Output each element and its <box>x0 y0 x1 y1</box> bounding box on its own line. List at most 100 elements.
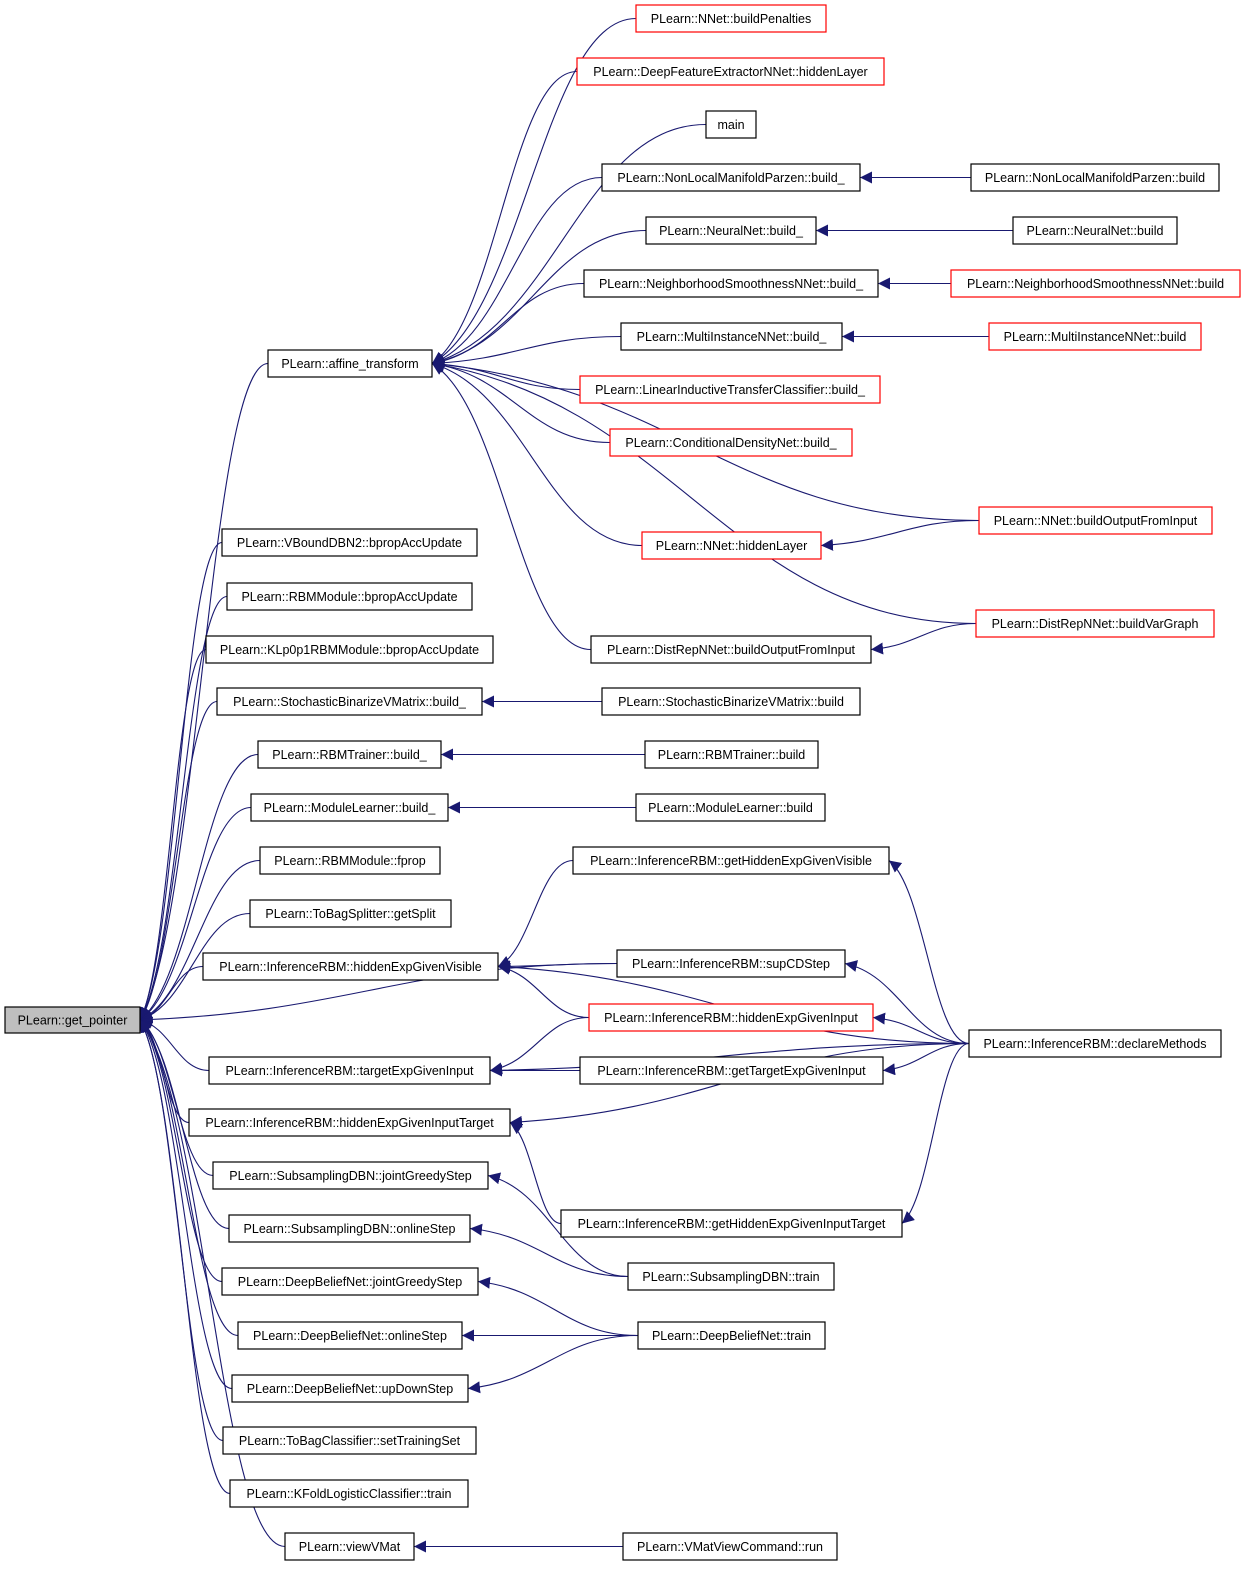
node-plearn-inferencerbm-supcdstep[interactable]: PLearn::InferenceRBM::supCDStep <box>616 949 846 978</box>
node-plearn-neighborhoodsmoothnessnnet-build[interactable]: PLearn::NeighborhoodSmoothnessNNet::buil… <box>950 269 1241 298</box>
node-label: PLearn::NNet::hiddenLayer <box>656 539 807 553</box>
node-label: PLearn::MultiInstanceNNet::build <box>1004 330 1187 344</box>
node-plearn-vbounddbn2-bpropaccupdate[interactable]: PLearn::VBoundDBN2::bpropAccUpdate <box>221 528 478 557</box>
node-plearn-modulelearner-build[interactable]: PLearn::ModuleLearner::build <box>635 793 826 822</box>
node-plearn-subsamplingdbn-train[interactable]: PLearn::SubsamplingDBN::train <box>627 1262 835 1291</box>
node-label: PLearn::DeepBeliefNet::train <box>652 1329 811 1343</box>
edge-n26-to-n0 <box>139 806 252 1021</box>
edge-n5-to-n1 <box>431 176 603 366</box>
node-box <box>978 506 1213 535</box>
node-label: main <box>717 118 744 132</box>
node-plearn-inferencerbm-hiddenexpgiveninput[interactable]: PLearn::InferenceRBM::hiddenExpGivenInpu… <box>588 1003 874 1032</box>
node-label: PLearn::InferenceRBM::declareMethods <box>983 1037 1206 1051</box>
edge-n41-to-n38 <box>487 1172 629 1278</box>
node-plearn-distrepnnet-buildvargraph[interactable]: PLearn::DistRepNNet::buildVarGraph <box>975 609 1215 638</box>
node-plearn-conditionaldensitynet-build[interactable]: PLearn::ConditionalDensityNet::build_ <box>609 428 853 457</box>
node-box <box>205 635 494 664</box>
node-box <box>590 635 872 664</box>
node-plearn-rbmtrainer-build[interactable]: PLearn::RBMTrainer::build_ <box>257 740 442 769</box>
edge-n34-to-n36 <box>882 1042 970 1076</box>
node-box <box>950 269 1241 298</box>
node-label: PLearn::InferenceRBM::hiddenExpGivenInpu… <box>604 1011 858 1025</box>
node-plearn-vmatviewcommand-run[interactable]: PLearn::VMatViewCommand::run <box>622 1532 838 1561</box>
node-plearn-inferencerbm-gethiddenexpgiveninputtarget[interactable]: PLearn::InferenceRBM::getHiddenExpGivenI… <box>560 1209 903 1238</box>
node-plearn-neuralnet-build[interactable]: PLearn::NeuralNet::build <box>1012 216 1178 245</box>
node-plearn-inferencerbm-hiddenexpgiveninputtarget[interactable]: PLearn::InferenceRBM::hiddenExpGivenInpu… <box>188 1108 511 1137</box>
node-main[interactable]: main <box>705 110 757 139</box>
node-plearn-neighborhoodsmoothnessnnet-build[interactable]: PLearn::NeighborhoodSmoothnessNNet::buil… <box>583 269 879 298</box>
node-plearn-inferencerbm-declaremethods[interactable]: PLearn::InferenceRBM::declareMethods <box>968 1029 1222 1058</box>
node-plearn-subsamplingdbn-onlinestep[interactable]: PLearn::SubsamplingDBN::onlineStep <box>228 1214 471 1243</box>
node-plearn-nnet-buildpenalties[interactable]: PLearn::NNet::buildPenalties <box>635 4 827 33</box>
node-box <box>267 349 433 378</box>
edge-n17-to-n18 <box>870 622 977 655</box>
node-label: PLearn::get_pointer <box>18 1014 128 1028</box>
node-plearn-inferencerbm-gethiddenexpgivenvisible[interactable]: PLearn::InferenceRBM::getHiddenExpGivenV… <box>572 846 890 875</box>
node-label: PLearn::StochasticBinarizeVMatrix::build <box>618 695 844 709</box>
node-plearn-nnet-hiddenlayer[interactable]: PLearn::NNet::hiddenLayer <box>641 531 822 560</box>
node-plearn-affine-transform[interactable]: PLearn::affine_transform <box>267 349 433 378</box>
edge-n48-to-n0 <box>139 1019 286 1548</box>
node-box <box>705 110 757 139</box>
node-label: PLearn::DeepBeliefNet::jointGreedyStep <box>238 1275 462 1289</box>
node-plearn-multiinstancennet-build[interactable]: PLearn::MultiInstanceNNet::build_ <box>620 322 843 351</box>
node-plearn-modulelearner-build[interactable]: PLearn::ModuleLearner::build_ <box>250 793 449 822</box>
node-label: PLearn::RBMTrainer::build_ <box>272 748 428 762</box>
node-box <box>221 1267 479 1296</box>
node-box <box>627 1262 835 1291</box>
node-plearn-rbmtrainer-build[interactable]: PLearn::RBMTrainer::build <box>644 740 819 769</box>
node-label: PLearn::viewVMat <box>299 1540 401 1554</box>
node-plearn-nonlocalmanifoldparzen-build[interactable]: PLearn::NonLocalManifoldParzen::build_ <box>601 163 861 192</box>
node-plearn-tobagclassifier-settrainingset[interactable]: PLearn::ToBagClassifier::setTrainingSet <box>222 1426 477 1455</box>
node-label: PLearn::InferenceRBM::getHiddenExpGivenV… <box>590 854 872 868</box>
node-plearn-viewvmat[interactable]: PLearn::viewVMat <box>284 1532 415 1561</box>
node-plearn-inferencerbm-hiddenexpgivenvisible[interactable]: PLearn::InferenceRBM::hiddenExpGivenVisi… <box>202 952 499 981</box>
node-plearn-nonlocalmanifoldparzen-build[interactable]: PLearn::NonLocalManifoldParzen::build <box>970 163 1220 192</box>
node-label: PLearn::SubsamplingDBN::jointGreedyStep <box>229 1169 472 1183</box>
node-plearn-deepbeliefnet-updownstep[interactable]: PLearn::DeepBeliefNet::upDownStep <box>231 1374 469 1403</box>
node-plearn-multiinstancennet-build[interactable]: PLearn::MultiInstanceNNet::build <box>988 322 1202 351</box>
node-label: PLearn::ToBagSplitter::getSplit <box>265 907 436 921</box>
edge-n29-to-n0 <box>139 912 251 1023</box>
edge-n22-to-n0 <box>139 700 218 1021</box>
edge-n34-to-n39 <box>901 1042 970 1224</box>
node-label: PLearn::VMatViewCommand::run <box>637 1540 823 1554</box>
node-plearn-distrepnnet-buildoutputfrominput[interactable]: PLearn::DistRepNNet::buildOutputFromInpu… <box>590 635 872 664</box>
node-plearn-deepbeliefnet-onlinestep[interactable]: PLearn::DeepBeliefNet::onlineStep <box>237 1321 463 1350</box>
node-plearn-get-pointer[interactable]: PLearn::get_pointer <box>4 1006 141 1034</box>
node-plearn-rbmmodule-fprop[interactable]: PLearn::RBMModule::fprop <box>259 846 441 875</box>
node-plearn-subsamplingdbn-jointgreedystep[interactable]: PLearn::SubsamplingDBN::jointGreedyStep <box>212 1161 489 1190</box>
edge-n14-to-n1 <box>431 359 611 444</box>
edge-n34-to-n30 <box>888 860 970 1045</box>
node-label: PLearn::DeepBeliefNet::onlineStep <box>253 1329 447 1343</box>
node-plearn-neuralnet-build[interactable]: PLearn::NeuralNet::build_ <box>645 216 817 245</box>
node-box <box>221 528 478 557</box>
node-box <box>572 846 890 875</box>
node-box <box>641 531 822 560</box>
node-plearn-kfoldlogisticclassifier-train[interactable]: PLearn::KFoldLogisticClassifier::train <box>229 1479 469 1508</box>
node-plearn-stochasticbinarizevmatrix-build[interactable]: PLearn::StochasticBinarizeVMatrix::build <box>601 687 861 716</box>
node-plearn-stochasticbinarizevmatrix-build[interactable]: PLearn::StochasticBinarizeVMatrix::build… <box>216 687 483 716</box>
node-label: PLearn::LinearInductiveTransferClassifie… <box>595 383 866 397</box>
edge-n17-to-n1 <box>431 359 977 625</box>
node-plearn-klp0p1rbmmodule-bpropaccupdate[interactable]: PLearn::KLp0p1RBMModule::bpropAccUpdate <box>205 635 494 664</box>
edges <box>139 17 1013 1553</box>
edge-n41-to-n40 <box>469 1223 629 1278</box>
node-box <box>188 1108 511 1137</box>
node-plearn-deepbeliefnet-jointgreedystep[interactable]: PLearn::DeepBeliefNet::jointGreedyStep <box>221 1267 479 1296</box>
node-plearn-tobagsplitter-getsplit[interactable]: PLearn::ToBagSplitter::getSplit <box>249 899 452 928</box>
node-plearn-nnet-buildoutputfrominput[interactable]: PLearn::NNet::buildOutputFromInput <box>978 506 1213 535</box>
node-box <box>583 269 879 298</box>
node-plearn-deepfeatureextractornnet-hiddenlayer[interactable]: PLearn::DeepFeatureExtractorNNet::hidden… <box>576 57 885 86</box>
edge-n42-to-n0 <box>139 1019 223 1283</box>
node-label: PLearn::DeepBeliefNet::upDownStep <box>247 1382 453 1396</box>
node-box <box>970 163 1220 192</box>
node-plearn-inferencerbm-gettargetexpgiveninput[interactable]: PLearn::InferenceRBM::getTargetExpGivenI… <box>579 1056 884 1085</box>
node-plearn-rbmmodule-bpropaccupdate[interactable]: PLearn::RBMModule::bpropAccUpdate <box>226 582 473 611</box>
node-plearn-linearinductivetransferclassifier-build[interactable]: PLearn::LinearInductiveTransferClassifie… <box>579 375 881 404</box>
node-plearn-inferencerbm-targetexpgiveninput[interactable]: PLearn::InferenceRBM::targetExpGivenInpu… <box>208 1056 491 1085</box>
node-box <box>229 1479 469 1508</box>
node-box <box>226 582 473 611</box>
node-plearn-deepbeliefnet-train[interactable]: PLearn::DeepBeliefNet::train <box>637 1321 826 1350</box>
